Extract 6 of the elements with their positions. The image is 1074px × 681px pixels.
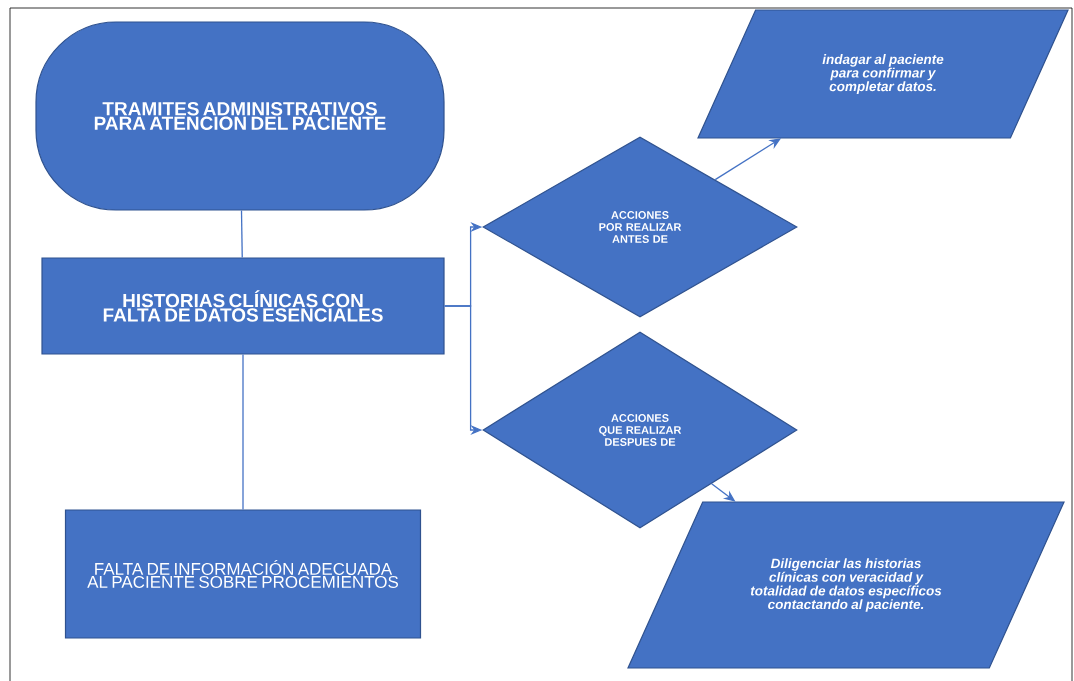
connector-line — [242, 353, 244, 511]
process-box: FALTA DE INFORMACIÓN ADECUADA AL PACIENTE SOBRE PROCEMIENTOS — [64, 509, 422, 639]
process-box: HISTORIAS CLÍNICAS CON FALTA DE DATOS ESENCIALES — [41, 257, 445, 355]
data-parallelogram: Diligenciar las historias clínicas con veracidad y totalidad de datos específicos contactando al paciente. — [627, 501, 1065, 669]
connector-line — [240, 209, 243, 259]
data-parallelogram: indagar al paciente para confirmar y completar datos. — [697, 9, 1069, 139]
